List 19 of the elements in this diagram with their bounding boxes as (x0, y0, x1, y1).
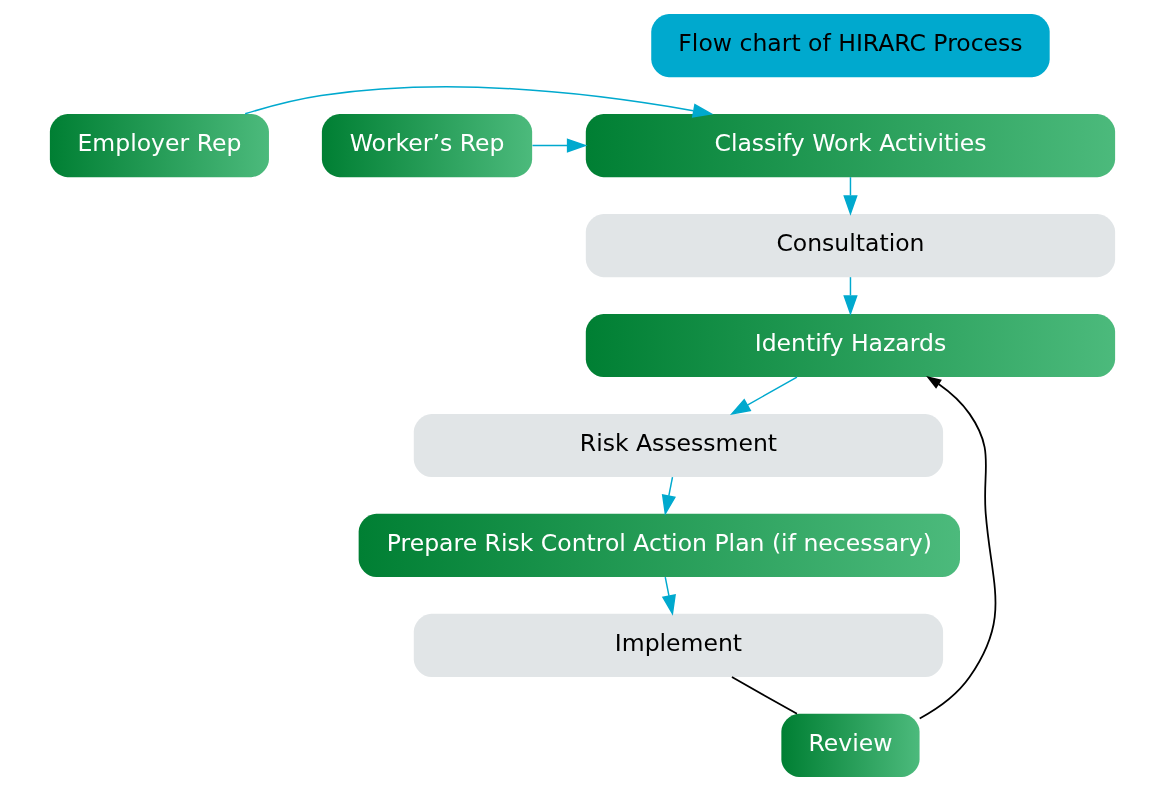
arrow (729, 376, 798, 415)
node-box: Identify Hazards (585, 313, 1116, 378)
node-box: Implement (413, 613, 944, 678)
node-box: Review (781, 713, 920, 778)
node-box: Risk Assessment (413, 413, 944, 478)
arrow (661, 476, 676, 516)
arrow (918, 375, 997, 720)
connector (731, 676, 798, 715)
arrow (843, 276, 858, 316)
node-box: Worker’s Rep (321, 113, 533, 178)
arrow (531, 138, 588, 153)
arrow (244, 86, 714, 118)
arrow (843, 176, 858, 216)
node-box: Consultation (585, 213, 1116, 278)
node-box: Employer Rep (49, 113, 269, 178)
node-box: Classify Work Activities (585, 113, 1116, 178)
node-box: Prepare Risk Control Action Plan (if necessary) (358, 513, 960, 578)
arrow (661, 576, 676, 616)
node-box: Flow chart of HIRARC Process (651, 13, 1050, 78)
